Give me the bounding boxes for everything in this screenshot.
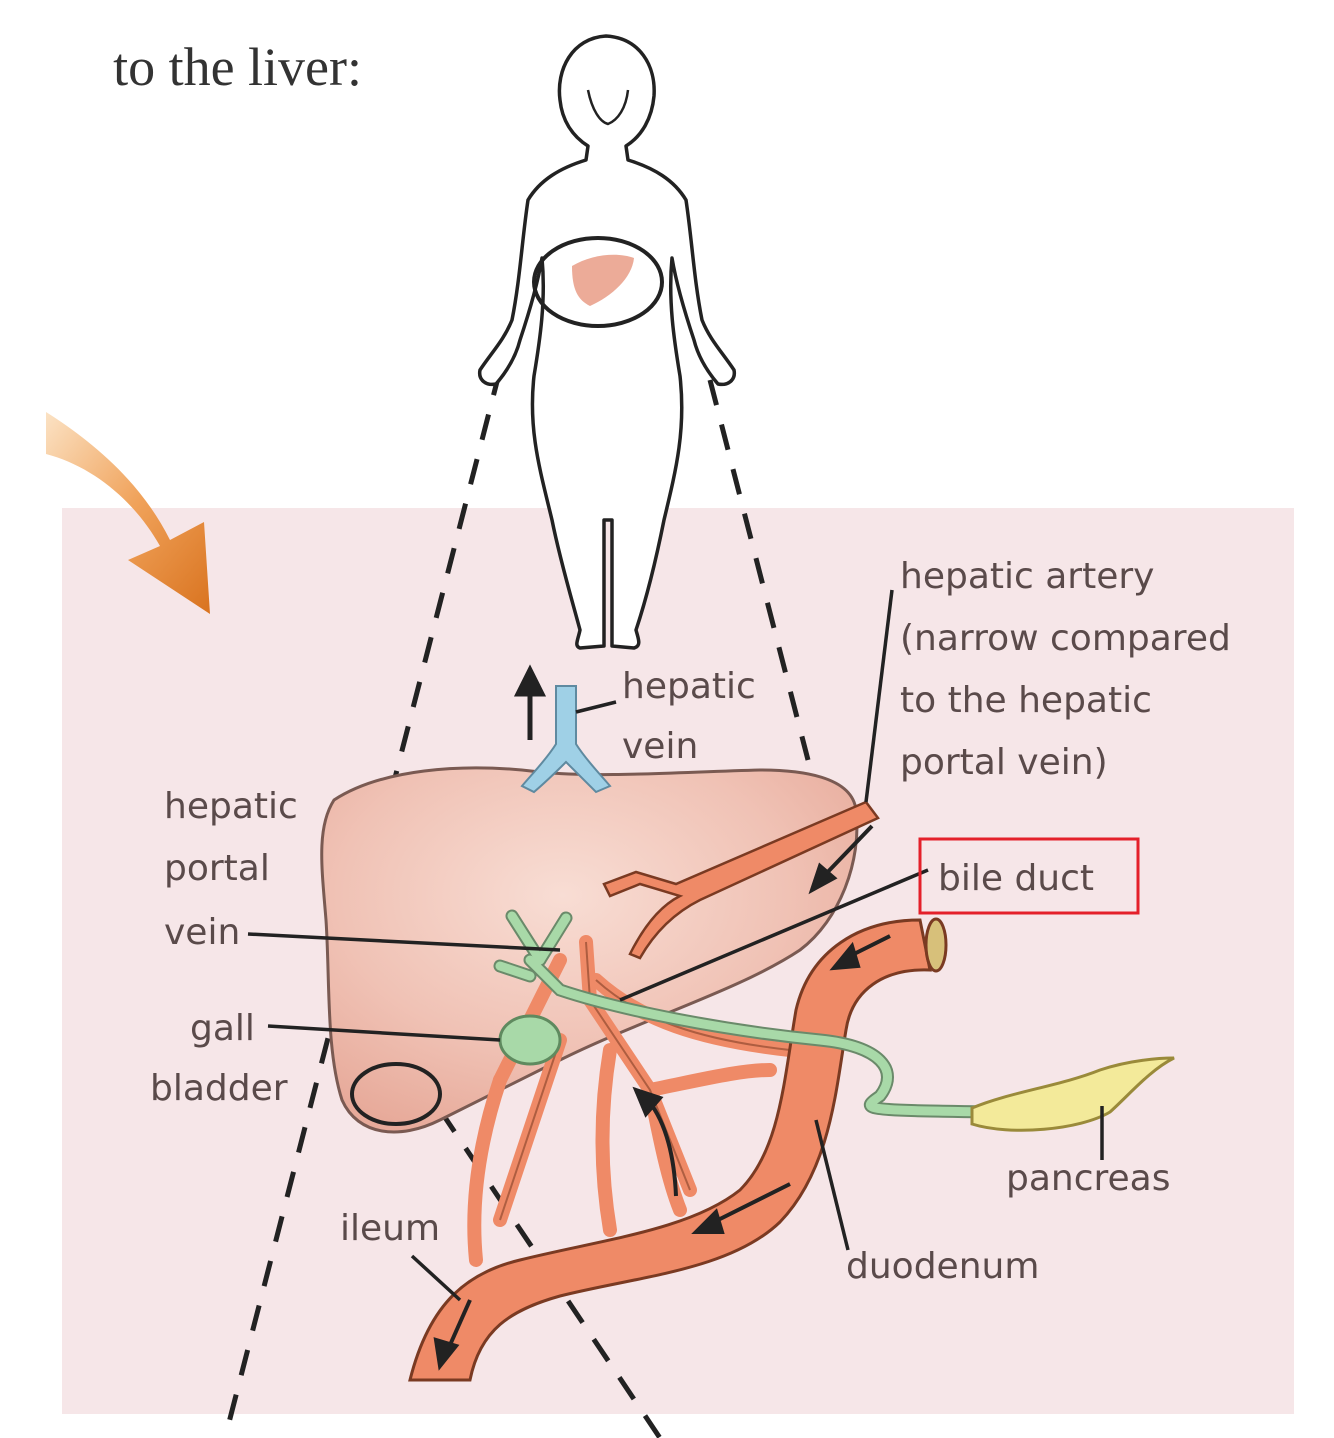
svg-text:to the hepatic: to the hepatic <box>900 680 1152 721</box>
gall-bladder-organ <box>500 1016 560 1064</box>
svg-text:bladder: bladder <box>150 1068 288 1109</box>
svg-text:vein: vein <box>622 726 698 767</box>
svg-text:hepatic: hepatic <box>164 786 298 827</box>
svg-text:portal vein): portal vein) <box>900 742 1108 783</box>
svg-text:vein: vein <box>164 912 240 953</box>
label-bile-duct: bile duct <box>938 858 1094 899</box>
svg-text:portal: portal <box>164 848 270 889</box>
svg-text:hepatic: hepatic <box>622 666 756 707</box>
svg-text:gall: gall <box>190 1008 255 1049</box>
label-duodenum: duodenum <box>846 1246 1039 1287</box>
svg-text:(narrow compared: (narrow compared <box>900 618 1231 659</box>
label-ileum: ileum <box>340 1208 440 1249</box>
svg-text:hepatic artery: hepatic artery <box>900 556 1154 597</box>
label-pancreas: pancreas <box>1006 1158 1171 1199</box>
